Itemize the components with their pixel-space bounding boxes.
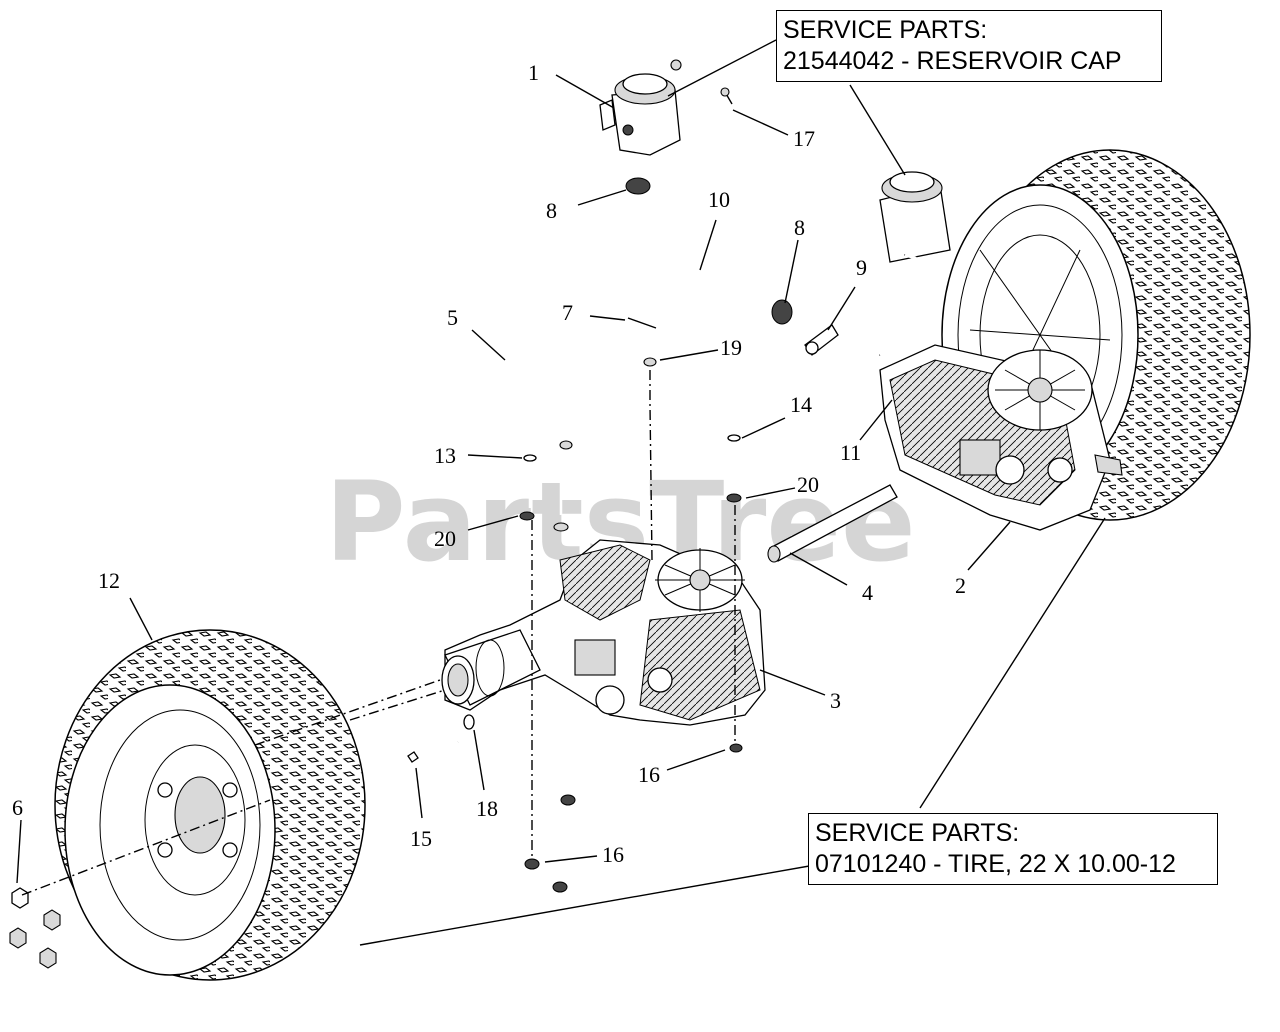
callout-14: 14 [790,392,812,417]
callout-11: 11 [840,440,861,465]
callout-17: 17 [793,126,815,151]
service-box-part-line: 21544042 - RESERVOIR CAP [783,47,1122,75]
callout-1: 1 [528,60,539,85]
callout-6: 6 [12,795,23,820]
callout-5: 5 [447,305,458,330]
service-box-part-line: 07101240 - TIRE, 22 X 10.00-12 [815,850,1176,878]
callout-8-top: 8 [546,198,557,223]
assembly-lines [21,370,736,896]
service-parts-tire: SERVICE PARTS: 07101240 - TIRE, 22 X 10.… [808,813,1218,885]
callout-12: 12 [98,568,120,593]
drive-shaft [767,484,898,563]
callout-8-right: 8 [794,215,805,240]
transaxle-right [879,344,1123,531]
callout-4: 4 [862,580,873,605]
callout-18: 18 [476,796,498,821]
callout-7: 7 [562,300,573,325]
service-parts-reservoir-cap: SERVICE PARTS: 21544042 - RESERVOIR CAP [776,10,1162,82]
callout-20-left: 20 [434,526,456,551]
callout-16-right: 16 [638,762,660,787]
callout-15: 15 [410,826,432,851]
callout-3: 3 [830,688,841,713]
leader-lines [16,39,1106,946]
service-box-heading: SERVICE PARTS: [783,16,988,44]
reservoir-top [599,73,681,156]
left-tire [54,629,366,981]
callout-20-right: 20 [797,472,819,497]
callout-19: 19 [720,335,742,360]
callout-16-bottom: 16 [602,842,624,867]
callout-2: 2 [955,573,966,598]
reservoir-right [879,171,951,357]
callout-9: 9 [856,255,867,280]
callout-13: 13 [434,443,456,468]
transaxle-left [441,539,766,726]
lug-nuts [9,887,61,969]
small-hardware [407,59,839,893]
callout-10: 10 [708,187,730,212]
callout-numbers: 1 17 8 10 8 9 7 5 19 14 11 13 20 20 2 4 … [12,60,966,867]
service-box-heading: SERVICE PARTS: [815,819,1020,847]
